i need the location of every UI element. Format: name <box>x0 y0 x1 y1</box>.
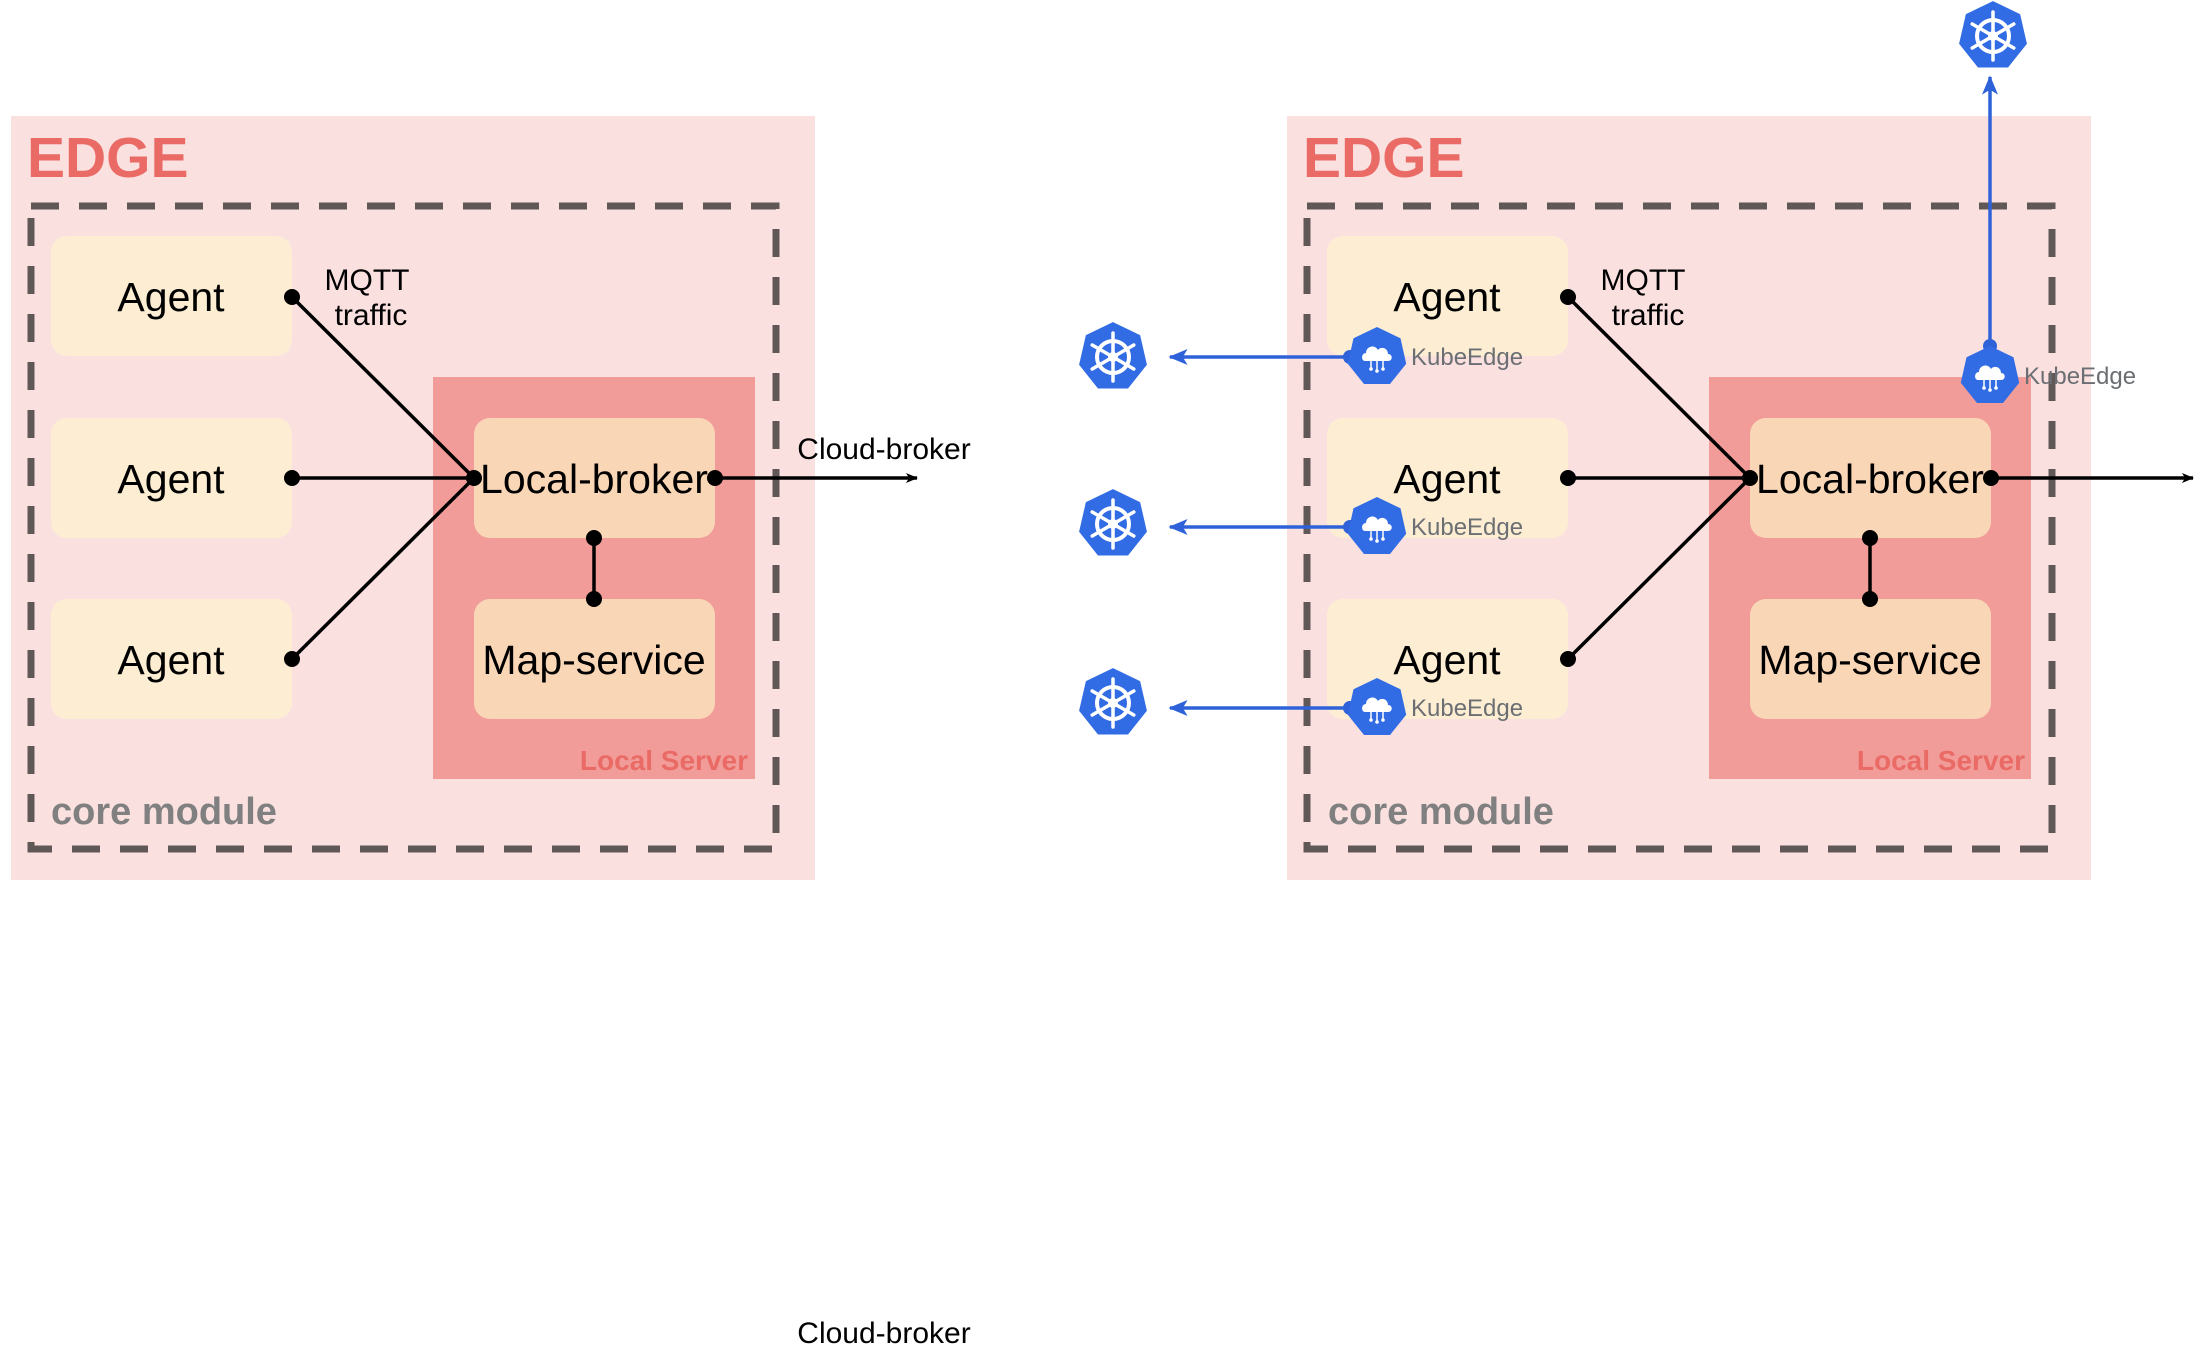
kubernetes-icon <box>1076 319 1150 392</box>
agent-label: Agent <box>117 637 225 683</box>
core-module-label: core module <box>1328 791 1554 833</box>
agent-box <box>51 599 292 719</box>
map-service-label: Map-service <box>482 637 705 683</box>
kubeedge-label: KubeEdge <box>1411 344 1523 371</box>
local-broker-label: Local-broker <box>1756 456 1984 502</box>
mqtt-traffic-label: traffic <box>1612 299 1685 332</box>
connector-dots <box>1560 289 1999 667</box>
agent-label: Agent <box>117 274 225 320</box>
connector-dots <box>284 289 723 667</box>
agent-label: Agent <box>117 456 225 502</box>
map-service-label: Map-service <box>1758 637 1981 683</box>
kubeedge-label: KubeEdge <box>1411 514 1523 541</box>
core-module-border <box>27 202 780 853</box>
mqtt-connections <box>1566 295 1872 661</box>
local-broker-label: Local-broker <box>480 456 708 502</box>
edge-title: EDGE <box>1303 126 1465 190</box>
mqtt-traffic-label: MQTT <box>1601 264 1686 297</box>
kubernetes-icon <box>1956 0 2030 71</box>
mqtt-connections <box>290 295 596 661</box>
edge-title: EDGE <box>27 126 189 190</box>
local-server-label: Local Server <box>580 745 748 776</box>
kubeedge-label: KubeEdge <box>1411 695 1523 722</box>
kubeedge-links <box>1168 75 1998 716</box>
bottom-cloud-broker-label: Cloud-broker <box>797 1317 970 1350</box>
mqtt-traffic-label: MQTT <box>325 264 410 297</box>
core-module-label: core module <box>51 791 277 833</box>
local-broker-box <box>474 418 715 538</box>
map-service-box <box>474 599 715 719</box>
kubernetes-icon <box>1076 486 1150 559</box>
kubeedge-label: KubeEdge <box>2024 363 2136 390</box>
right-panel: EDGE core module Local Server Agent Agen… <box>1076 0 2194 880</box>
local-broker-box <box>1750 418 1991 538</box>
kubernetes-icon <box>1076 665 1150 738</box>
agent-label: Agent <box>1393 456 1501 502</box>
agent-box <box>1327 236 1568 356</box>
agent-label: Agent <box>1393 637 1501 683</box>
map-service-box <box>1750 599 1991 719</box>
mqtt-traffic-label: traffic <box>335 299 408 332</box>
local-server-label: Local Server <box>1857 745 2025 776</box>
agent-label: Agent <box>1393 274 1501 320</box>
cloud-broker-label: Cloud-broker <box>797 433 970 466</box>
agent-box <box>51 236 292 356</box>
left-panel: EDGE core module Local Server Agent Agen… <box>11 116 971 880</box>
agent-box <box>51 418 292 538</box>
